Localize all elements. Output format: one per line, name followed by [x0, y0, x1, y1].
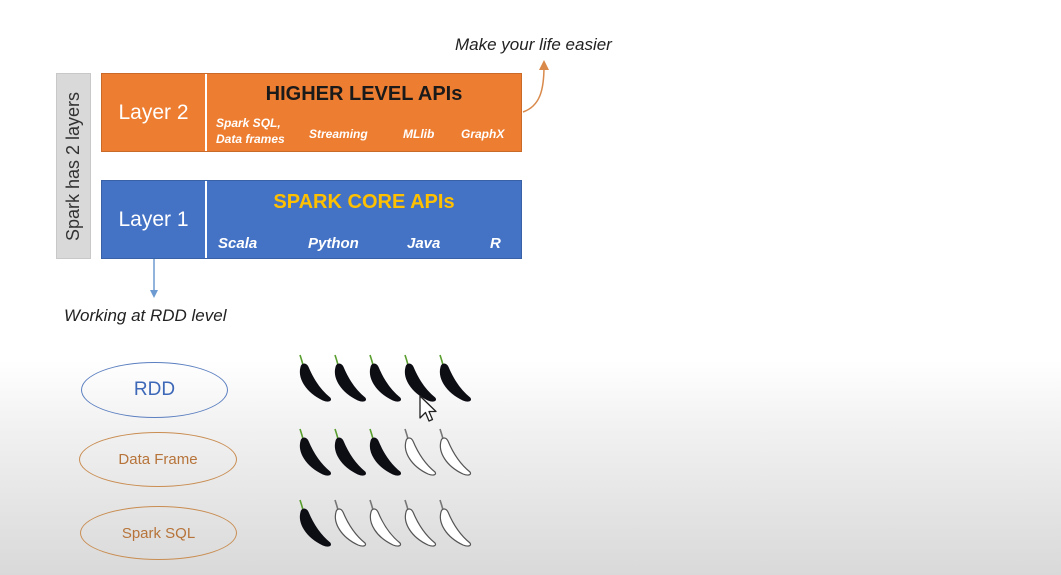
layer-2-name: Layer 2: [102, 74, 207, 151]
layer-1-box: Layer 1 SPARK CORE APIs Scala Python Jav…: [101, 180, 522, 259]
oval-rdd-label: RDD: [133, 379, 176, 400]
side-label: Spark has 2 layers: [56, 73, 91, 259]
down-arrow-head: [150, 290, 158, 298]
pepper-rating-spark-sql: [296, 497, 496, 557]
filled-chili-pepper-icon: [369, 354, 401, 402]
empty-chili-pepper-icon: [439, 499, 472, 547]
filled-chili-pepper-icon: [369, 428, 401, 476]
filled-chili-pepper-icon: [334, 354, 366, 402]
layer-2-item-streaming: Streaming: [309, 127, 368, 141]
layer-1-item-python: Python: [308, 235, 359, 252]
pepper-rating-data-frame: [296, 426, 496, 486]
layer-1-name: Layer 1: [102, 181, 207, 258]
layer-1-item-java: Java: [407, 235, 441, 252]
oval-rdd: RDD: [81, 362, 228, 418]
layer-1-item-r: R: [490, 235, 501, 252]
pepper-rating-rdd: [296, 352, 496, 412]
curved-arrow-head: [539, 60, 549, 70]
layer-2-title: HIGHER LEVEL APIs: [265, 83, 463, 105]
empty-chili-pepper-icon: [404, 499, 437, 547]
layer-2-item-sparksql: Spark SQL,: [216, 116, 281, 130]
oval-data-frame: Data Frame: [79, 432, 237, 487]
note-working-rdd: Working at RDD level: [64, 306, 227, 325]
empty-chili-pepper-icon: [439, 428, 472, 476]
note-make-life-easier: Make your life easier: [455, 35, 612, 54]
layer-2-item-mllib: MLlib: [403, 127, 435, 141]
layer-1-item-scala: Scala: [218, 235, 258, 252]
layer-1-title: SPARK CORE APIs: [273, 191, 455, 213]
filled-chili-pepper-icon: [299, 499, 331, 547]
layer-2-box: Layer 2 HIGHER LEVEL APIs Spark SQL, Dat…: [101, 73, 522, 152]
layer-2-item-dataframes: Data frames: [216, 132, 285, 146]
mouse-cursor-icon: [419, 395, 437, 422]
filled-chili-pepper-icon: [334, 428, 366, 476]
oval-spark-sql: Spark SQL: [80, 506, 237, 560]
filled-chili-pepper-icon: [404, 354, 436, 402]
filled-chili-pepper-icon: [299, 354, 331, 402]
filled-chili-pepper-icon: [299, 428, 331, 476]
curved-arrow-up: [522, 65, 545, 113]
oval-data-frame-label: Data Frame: [118, 451, 198, 468]
empty-chili-pepper-icon: [334, 499, 367, 547]
oval-spark-sql-label: Spark SQL: [121, 524, 196, 542]
filled-chili-pepper-icon: [439, 354, 471, 402]
empty-chili-pepper-icon: [404, 428, 437, 476]
empty-chili-pepper-icon: [369, 499, 402, 547]
layer-2-item-graphx: GraphX: [461, 127, 505, 141]
